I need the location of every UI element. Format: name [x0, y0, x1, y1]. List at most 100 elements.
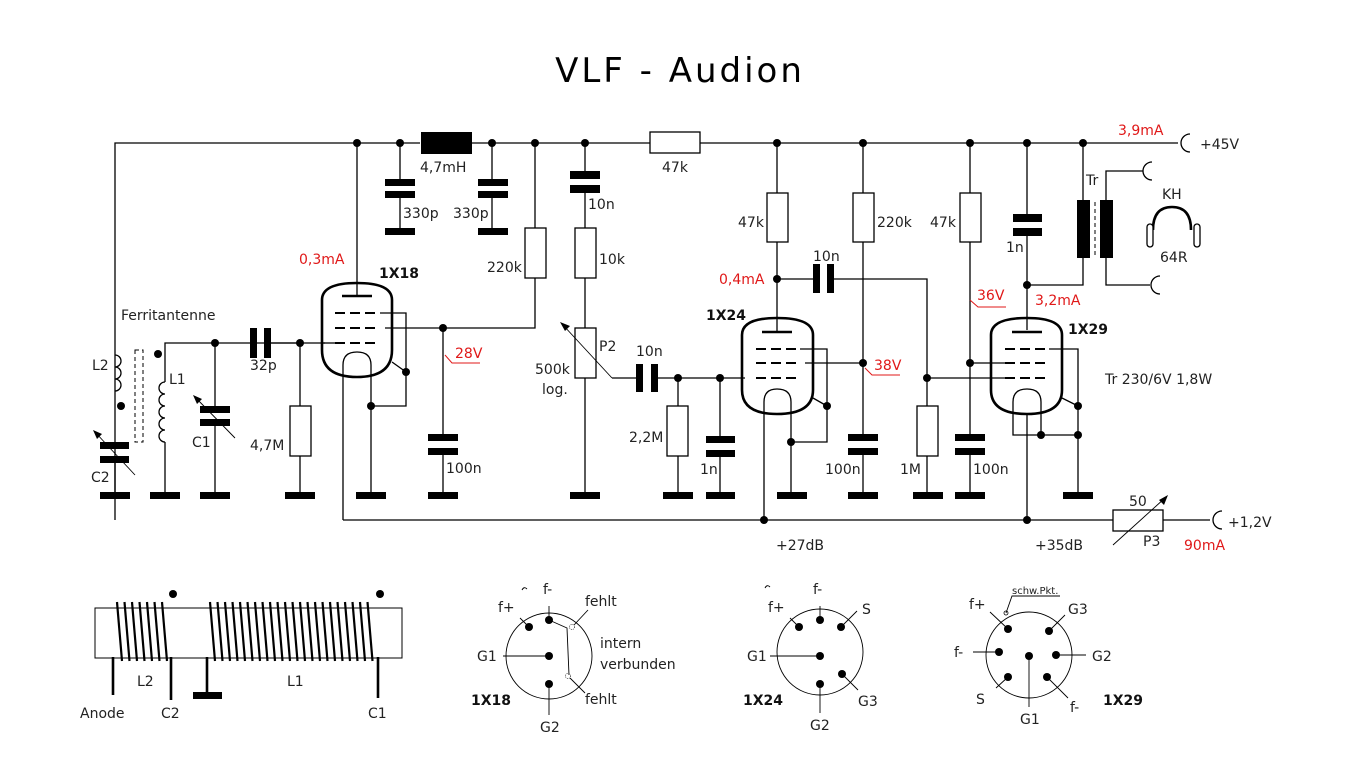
tube-1x29 [970, 316, 1093, 520]
capacitor-100n-b-label: 100n [825, 462, 861, 478]
coil-turn [351, 601, 359, 662]
potentiometer-p3 [1112, 509, 1164, 532]
coil-turn [291, 601, 299, 662]
capacitor-10n-coupling [636, 364, 658, 392]
coil-turn [246, 601, 254, 662]
p3-label: P3 [1143, 534, 1160, 550]
tube-1x24-label: 1X24 [706, 308, 746, 324]
p1x24-name: 1X24 [743, 693, 783, 709]
capacitor-330p-b-label: 330p [453, 206, 489, 222]
output-transformer [1077, 143, 1161, 295]
current-v3-label: 3,2mA [1035, 293, 1081, 309]
p1x29-g1: G1 [1020, 712, 1040, 728]
voltage-v2-screen-label: 38V [874, 358, 902, 374]
tube-1x24 [740, 316, 863, 520]
coil-l1-label: L1 [169, 372, 186, 388]
p1x29-f-plus: f+ [969, 597, 986, 613]
coil-turn [283, 601, 292, 662]
capacitor-32p-label: 32p [250, 358, 277, 374]
resistor-47k-plate [766, 192, 789, 243]
resistor-2-2m-label: 2,2M [629, 430, 663, 446]
coil-l2 [114, 354, 125, 410]
coil-turn [238, 601, 247, 662]
gain-stage3-label: +35dB [1035, 538, 1083, 554]
current-v1-label: 0,3mA [299, 252, 345, 268]
p1x18-note-line2: verbunden [600, 657, 676, 673]
ferrite-c1-label: C1 [368, 706, 387, 722]
diagram-title: VLF - Audion [555, 51, 805, 91]
coil-turn [223, 601, 232, 662]
p2-label: P2 [599, 339, 616, 355]
capacitor-100n-a [428, 434, 458, 499]
coil-turn [130, 601, 139, 662]
voltage-v1-screen-label: 28V [455, 346, 483, 362]
pinout-1x29 [973, 595, 1086, 707]
terminal-1-2v [1212, 510, 1223, 530]
p1x29-f-minus-b: f- [1070, 700, 1079, 716]
coil-turn [321, 601, 329, 662]
coil-l1-winding [208, 601, 374, 662]
tube-1x18-label: 1X18 [379, 266, 419, 282]
coil-turn [216, 601, 224, 662]
terminal-45v [1180, 133, 1191, 153]
resistor-47k-plate-label: 47k [738, 215, 765, 231]
p1x24-g2: G2 [810, 718, 830, 734]
capacitor-330p-b [478, 143, 508, 235]
coil-turn [366, 601, 374, 662]
coil-turn [261, 601, 269, 662]
coil-turn [123, 601, 131, 662]
resistor-47k-series [649, 131, 701, 154]
headphones-impedance-label: 64R [1160, 250, 1188, 266]
resistor-1m-label: 1M [900, 462, 921, 478]
coil-turn [313, 601, 322, 662]
coil-turn [231, 601, 239, 662]
p1x18-name: 1X18 [471, 693, 511, 709]
tube-1x18 [320, 143, 443, 520]
p1x24-f-plus: f+ [768, 600, 785, 616]
coil-turn [276, 601, 284, 662]
capacitor-330p-a-label: 330p [403, 206, 439, 222]
c1-label: C1 [192, 435, 211, 451]
resistor-4-7m [289, 405, 312, 457]
capacitor-1n-grid [706, 378, 735, 499]
heater-current-label: 90mA [1184, 538, 1225, 554]
resistor-4-7m-label: 4,7M [250, 438, 284, 454]
coil-turn [328, 601, 337, 662]
ferrite-antenna-label: Ferritantenne [121, 308, 215, 324]
p1x24-f-minus: f- [813, 582, 822, 598]
coil-turn [153, 601, 161, 662]
transformer-spec-label: Tr 230/6V 1,8W [1104, 372, 1212, 388]
resistor-1m [916, 405, 939, 457]
capacitor-32p [250, 328, 271, 358]
capacitor-10n-top-label: 10n [588, 197, 615, 213]
p1x18-g1: G1 [477, 649, 497, 665]
variable-capacitor-c2 [93, 430, 136, 499]
coil-turn [358, 601, 367, 662]
gain-stage2-label: +27dB [776, 538, 824, 554]
coil-turn [306, 601, 314, 662]
coil-turn [336, 601, 344, 662]
choke-4-7mh [421, 132, 472, 154]
coil-turn [160, 601, 169, 662]
capacitor-100n-c-label: 100n [973, 462, 1009, 478]
p3-value-label: 50 [1129, 494, 1147, 510]
variable-capacitor-c1 [193, 339, 236, 499]
p1x18-f-minus: f- [543, 582, 552, 598]
p1x24-s: S [862, 602, 871, 618]
resistor-10k-label: 10k [599, 252, 626, 268]
p1x29-g3: G3 [1068, 602, 1088, 618]
capacitor-1n-grid-label: 1n [700, 462, 718, 478]
potentiometer-p2 [574, 327, 597, 379]
voltage-v3-screen-label: 36V [977, 288, 1005, 304]
capacitor-10n-top [570, 143, 600, 228]
capacitor-10n-coupling-label: 10n [636, 344, 663, 360]
p1x29-mark: schw.Pkt. [1012, 586, 1058, 597]
resistor-47k-c [959, 192, 982, 243]
p1x29-g2: G2 [1092, 649, 1112, 665]
c2-label: C2 [91, 470, 110, 486]
coil-turn [268, 601, 277, 662]
supply-45v-label: +45V [1200, 137, 1240, 153]
coil-turn [298, 601, 307, 662]
ferrite-l1-label: L1 [287, 674, 304, 690]
p1x29-name: 1X29 [1103, 693, 1143, 709]
